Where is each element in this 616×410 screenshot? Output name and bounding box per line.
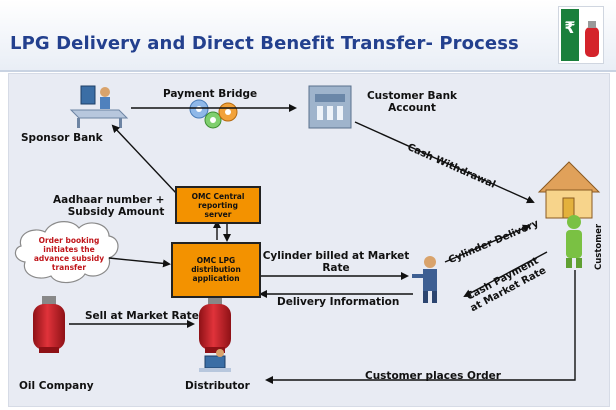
arrow-customer-places-order — [265, 270, 576, 384]
slide-title: LPG Delivery and Direct Benefit Transfer… — [10, 33, 519, 54]
bank-building-icon — [308, 85, 352, 129]
distributor-label: Distributor — [185, 380, 250, 392]
aadhaar-label: Aadhaar number + Subsidy Amount — [53, 194, 164, 218]
arrow-cash-withdrawal — [354, 121, 535, 204]
house-icon — [537, 161, 601, 219]
sell-market-rate-label: Sell at Market Rate — [85, 310, 199, 322]
customer-places-order-label: Customer places Order — [365, 370, 501, 382]
oil-company-label: Oil Company — [19, 380, 94, 392]
cloud-line-1: Order booking — [38, 236, 100, 245]
sponsor-bank-label: Sponsor Bank — [21, 132, 103, 144]
omc-central-box: OMC Central reporting server — [175, 186, 261, 224]
customer-bank-line-1: Customer Bank — [366, 90, 458, 102]
omc-central-line-3: server — [204, 210, 232, 219]
arrow-cloud-to-omc — [108, 257, 171, 268]
arrow-to-sponsor-bank — [111, 124, 178, 195]
customer-label: Customer — [594, 223, 604, 270]
delivery-man-icon — [412, 256, 437, 303]
cloud-line-2: initiates the — [43, 245, 95, 254]
payment-bridge-label: Payment Bridge — [163, 88, 258, 100]
distributor-cylinder-icon — [199, 296, 231, 353]
rupee-cylinder-logo-icon: ₹ — [561, 9, 599, 61]
customer-person-icon — [566, 215, 582, 268]
process-diagram — [14, 85, 601, 384]
omc-lpg-line-3: application — [192, 274, 240, 283]
payment-bridge-icon — [189, 99, 238, 129]
cylinder-billed-label: Cylinder billed at Market Rate — [261, 250, 411, 274]
distributor-person-icon — [199, 349, 231, 372]
customer-bank-label: Customer Bank Account — [357, 90, 467, 114]
omc-central-line-1: OMC Central — [191, 192, 245, 201]
cloud-note: Order booking initiates the advance subs… — [23, 236, 115, 272]
arrow-cylinder-delivery — [444, 224, 531, 263]
logo: ₹ — [558, 6, 604, 64]
cylinder-billed-line-2: Rate — [322, 262, 350, 275]
omc-lpg-line-1: OMC LPG — [196, 256, 236, 265]
omc-lpg-box: OMC LPG distribution application — [171, 242, 261, 298]
cloud-line-4: transfer — [51, 263, 87, 272]
arrow-cash-payment — [463, 251, 548, 297]
sponsor-bank-icon — [69, 85, 129, 128]
customer-bank-line-2: Account — [388, 102, 436, 115]
diagram-area: OMC Central reporting server OMC LPG dis… — [8, 73, 610, 407]
slide-header: LPG Delivery and Direct Benefit Transfer… — [0, 0, 616, 72]
omc-lpg-line-2: distribution — [191, 265, 241, 274]
oil-company-cylinder-icon — [33, 296, 65, 353]
omc-central-line-2: reporting — [198, 201, 238, 210]
cylinder-billed-line-1: Cylinder billed at Market — [262, 250, 410, 262]
svg-text:₹: ₹ — [564, 18, 575, 37]
aadhaar-line-1: Aadhaar number + — [53, 194, 165, 206]
aadhaar-line-2: Subsidy Amount — [67, 206, 165, 219]
cloud-line-3: advance subsidy — [33, 254, 105, 263]
delivery-information-label: Delivery Information — [277, 296, 400, 308]
